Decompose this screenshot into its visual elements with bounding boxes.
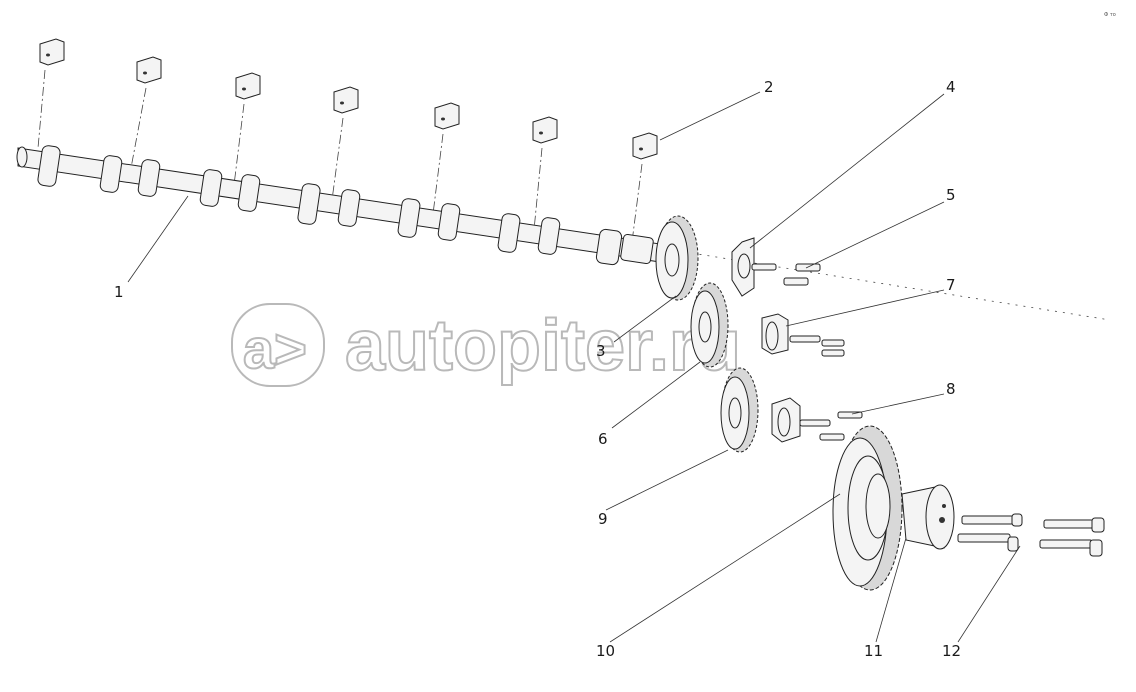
gear-6	[690, 282, 729, 368]
watermark: a> autopiter.ru	[231, 303, 742, 387]
corner-mark: Ф то	[1104, 12, 1116, 18]
callout-12: 12	[942, 642, 961, 660]
callout-3: 3	[596, 342, 606, 360]
bearing-shell	[434, 102, 460, 130]
callout-9: 9	[598, 510, 608, 528]
bearing-shell	[532, 116, 558, 144]
bolts-5	[751, 263, 821, 286]
callout-labels: 1 2 3 4 5 6 7 8 9 10 11 12	[114, 78, 961, 660]
callout-6: 6	[598, 430, 608, 448]
hub-7	[761, 313, 845, 357]
bearing-shell	[632, 132, 658, 160]
callout-5: 5	[946, 186, 956, 204]
callout-7: 7	[946, 276, 956, 294]
bolts-12	[957, 513, 1105, 557]
gear-3	[655, 215, 699, 301]
watermark-logo-frame	[231, 303, 325, 387]
watermark-logo: a>	[243, 317, 307, 380]
shaft-11	[901, 484, 955, 550]
leader-lines	[127, 91, 1021, 643]
bearing-shell	[235, 72, 261, 100]
hub-8	[771, 397, 863, 443]
camshaft	[16, 145, 661, 266]
flange-4	[731, 237, 755, 297]
camshaft-journals	[37, 145, 654, 266]
callout-8: 8	[946, 380, 956, 398]
bearing-shell	[39, 38, 65, 66]
bearing-shell	[136, 56, 162, 84]
watermark-text: autopiter.ru	[345, 306, 741, 386]
callout-11: 11	[864, 642, 883, 660]
bearing-shells	[39, 38, 658, 160]
callout-10: 10	[596, 642, 615, 660]
axis-lines	[37, 69, 1111, 321]
bearing-shell	[333, 86, 359, 114]
gear-10	[832, 425, 903, 591]
callout-4: 4	[946, 78, 956, 96]
callout-2: 2	[764, 78, 774, 96]
callout-1: 1	[114, 283, 124, 301]
gear-9	[720, 367, 759, 453]
